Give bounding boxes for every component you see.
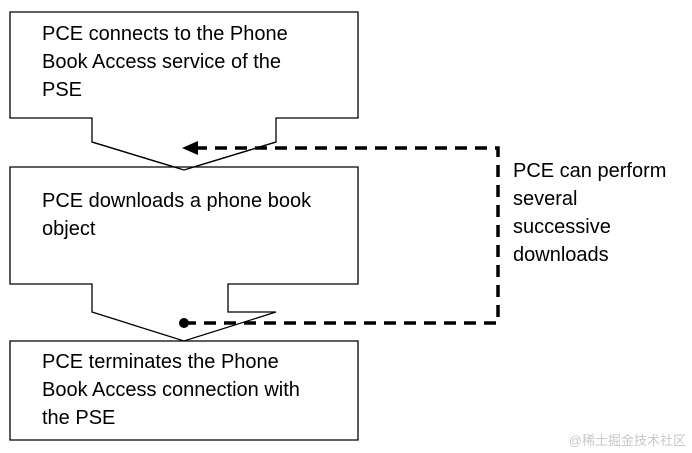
step-3-line-1: PCE terminates the Phone (42, 351, 279, 373)
loop-note-line-3: successive (513, 216, 611, 238)
step-3-box (9, 340, 359, 441)
step-1-line-3: PSE (42, 79, 83, 101)
step-1-text: PCE connects to the Phone Book Access se… (42, 20, 288, 104)
loop-note-line-4: downloads (513, 244, 609, 266)
step-2-line-1: PCE downloads a phone book (42, 190, 312, 212)
watermark: @稀土掘金技术社区 (568, 433, 686, 448)
step-3-text: PCE terminates the Phone Book Access con… (42, 348, 300, 432)
loop-note: PCE can perform several successive downl… (513, 157, 666, 269)
loop-arrowhead (182, 141, 198, 155)
step-1-arrow-left (91, 141, 185, 171)
loop-note-line-2: several (513, 188, 578, 210)
step-2-box (9, 166, 359, 342)
loop-start-dot (179, 318, 189, 328)
step-2-text: PCE downloads a phone book object (42, 187, 311, 243)
step-3-line-2: Book Access connection with (42, 379, 300, 401)
loop-connector (184, 146, 500, 325)
loop-note-line-1: PCE can perform (513, 160, 667, 182)
step-3-line-3: the PSE (42, 407, 116, 429)
step-1-line-2: Book Access service of the (42, 51, 282, 73)
step-2-line-2: object (42, 218, 96, 240)
step-1-line-1: PCE connects to the Phone (42, 23, 288, 45)
